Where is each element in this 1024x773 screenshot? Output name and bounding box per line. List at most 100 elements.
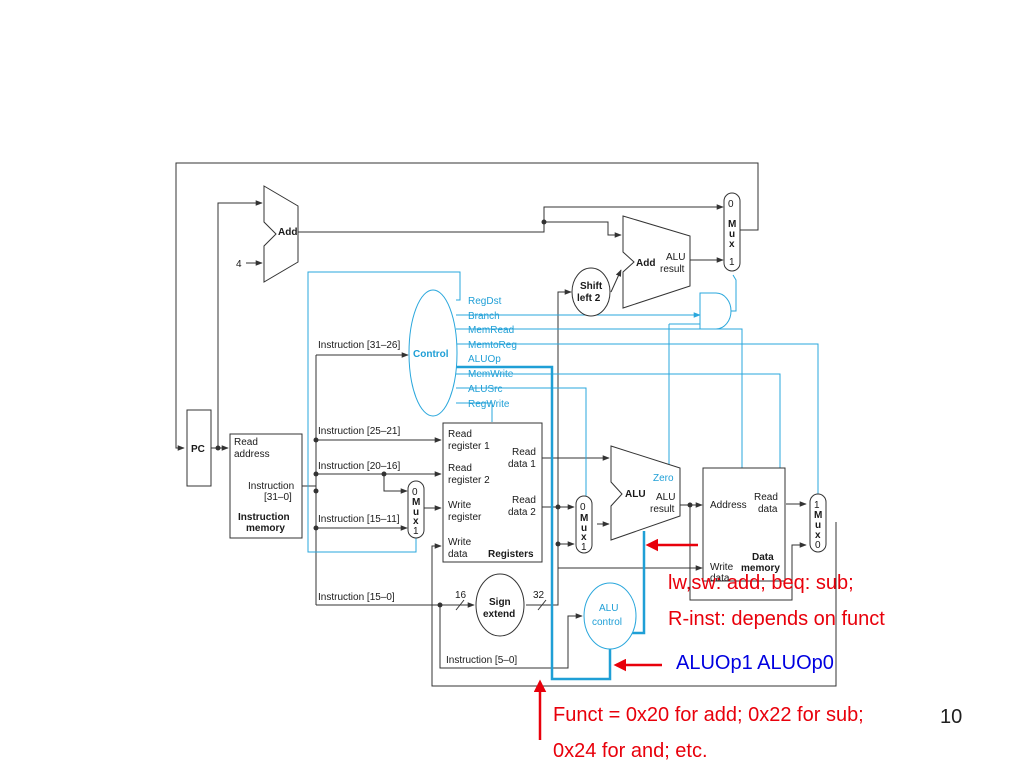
svg-text:x: x <box>815 530 821 541</box>
svg-text:M: M <box>580 513 588 524</box>
svg-text:Read: Read <box>754 492 778 503</box>
svg-text:Read: Read <box>448 463 472 474</box>
svg-text:ALU: ALU <box>599 603 618 614</box>
svg-text:ALU: ALU <box>656 492 675 503</box>
aluop-bits-note: ALUOp1 ALUOp0 <box>676 652 834 674</box>
sign-extend: Sign extend <box>475 573 525 637</box>
svg-text:x: x <box>413 516 419 527</box>
svg-text:[31–0]: [31–0] <box>264 492 292 503</box>
alu-control: ALU control <box>583 582 637 650</box>
svg-text:u: u <box>413 507 419 518</box>
funct-note-line2: 0x24 for and; etc. <box>553 740 708 762</box>
instruction-field-labels: Instruction [31–26] Instruction [25–21] … <box>318 340 517 666</box>
svg-text:M: M <box>412 497 420 508</box>
svg-text:control: control <box>592 617 622 628</box>
slide-number: 10 <box>940 706 963 728</box>
svg-text:register 1: register 1 <box>448 441 490 452</box>
junction-dots <box>215 219 693 608</box>
svg-text:ALUSrc: ALUSrc <box>468 384 502 395</box>
svg-text:Branch: Branch <box>468 311 500 322</box>
svg-text:data 1: data 1 <box>508 459 536 470</box>
instruction-memory: Read address Instruction [31–0] Instruct… <box>229 433 303 539</box>
svg-text:Write: Write <box>448 537 472 548</box>
svg-text:Instruction [5–0]: Instruction [5–0] <box>446 655 517 666</box>
svg-text:address: address <box>234 449 270 460</box>
svg-text:Instruction [15–0]: Instruction [15–0] <box>318 592 395 603</box>
svg-text:ALU: ALU <box>666 252 685 263</box>
svg-text:RegDst: RegDst <box>468 296 502 307</box>
svg-text:Add: Add <box>278 227 297 238</box>
svg-text:Instruction [31–26]: Instruction [31–26] <box>318 340 400 351</box>
svg-text:RegWrite: RegWrite <box>468 399 510 410</box>
svg-text:extend: extend <box>483 609 515 620</box>
svg-text:ALUOp: ALUOp <box>468 354 501 365</box>
pc-adder: Add <box>263 185 299 283</box>
svg-text:MemWrite: MemWrite <box>468 369 514 380</box>
svg-text:ALU: ALU <box>625 489 646 500</box>
svg-text:Sign: Sign <box>489 597 511 608</box>
alu-op-note-line2: R-inst: depends on funct <box>668 608 885 630</box>
program-counter: PC <box>186 409 212 487</box>
svg-text:M: M <box>814 510 822 521</box>
svg-text:Instruction: Instruction <box>248 481 294 492</box>
svg-text:1: 1 <box>814 500 820 511</box>
svg-text:Registers: Registers <box>488 549 534 560</box>
control-signal-labels: RegDst Branch MemRead MemtoReg ALUOp Mem… <box>468 296 517 410</box>
svg-text:x: x <box>581 532 587 543</box>
svg-text:1: 1 <box>413 526 419 537</box>
svg-text:Instruction [25–21]: Instruction [25–21] <box>318 426 400 437</box>
svg-text:Read: Read <box>448 429 472 440</box>
svg-text:0: 0 <box>412 487 418 498</box>
svg-text:Control: Control <box>413 349 449 360</box>
alu-op-note-line1: lw,sw: add; beq: sub; <box>668 572 854 594</box>
svg-text:0: 0 <box>580 502 586 513</box>
memtoreg-mux: 1 M u x 0 <box>809 493 827 553</box>
control-unit: Control <box>408 289 458 417</box>
svg-text:PC: PC <box>191 444 205 455</box>
register-file: Read register 1 Read register 2 Write re… <box>442 422 543 563</box>
svg-text:Instruction [20–16]: Instruction [20–16] <box>318 461 400 472</box>
svg-text:MemtoReg: MemtoReg <box>468 340 517 351</box>
svg-text:result: result <box>650 504 675 515</box>
svg-text:0: 0 <box>815 540 821 551</box>
alusrc-mux: 0 M u x 1 <box>575 495 593 554</box>
svg-text:u: u <box>581 523 587 534</box>
funct-note-line1: Funct = 0x20 for add; 0x22 for sub; <box>553 704 864 726</box>
svg-text:1: 1 <box>729 257 735 268</box>
main-alu: ALU Zero ALU result <box>610 445 681 541</box>
svg-text:Instruction: Instruction <box>238 512 290 523</box>
svg-text:Add: Add <box>636 258 655 269</box>
constant-four: 4 <box>236 259 242 270</box>
svg-text:u: u <box>815 520 821 531</box>
svg-text:M: M <box>728 219 736 230</box>
regdst-mux: 0 M u x 1 <box>407 480 425 539</box>
svg-text:u: u <box>729 229 735 240</box>
svg-text:data: data <box>448 549 468 560</box>
svg-text:register: register <box>448 512 482 523</box>
svg-text:left 2: left 2 <box>577 293 601 304</box>
svg-text:memory: memory <box>246 523 285 534</box>
svg-text:Zero: Zero <box>653 473 674 484</box>
svg-text:register 2: register 2 <box>448 475 490 486</box>
branch-and-gate <box>699 292 732 330</box>
pc-mux: 0 M u x 1 <box>723 192 741 272</box>
annotation-arrows <box>533 538 698 740</box>
bit-width-16: 16 <box>455 590 467 601</box>
svg-text:memory: memory <box>741 563 780 574</box>
svg-text:MemRead: MemRead <box>468 325 514 336</box>
svg-text:Write: Write <box>710 562 734 573</box>
data-memory: Address Read data Write data Data memory <box>702 467 786 584</box>
svg-text:Read: Read <box>512 447 536 458</box>
svg-text:data: data <box>758 504 778 515</box>
svg-text:Read: Read <box>512 495 536 506</box>
svg-text:Shift: Shift <box>580 281 603 292</box>
svg-text:0: 0 <box>728 199 734 210</box>
svg-text:data: data <box>710 573 730 584</box>
shift-left-2: Shift left 2 <box>571 267 611 317</box>
branch-adder: Add ALU result <box>622 215 691 309</box>
svg-text:1: 1 <box>581 542 587 553</box>
svg-text:data 2: data 2 <box>508 507 536 518</box>
svg-text:result: result <box>660 264 685 275</box>
